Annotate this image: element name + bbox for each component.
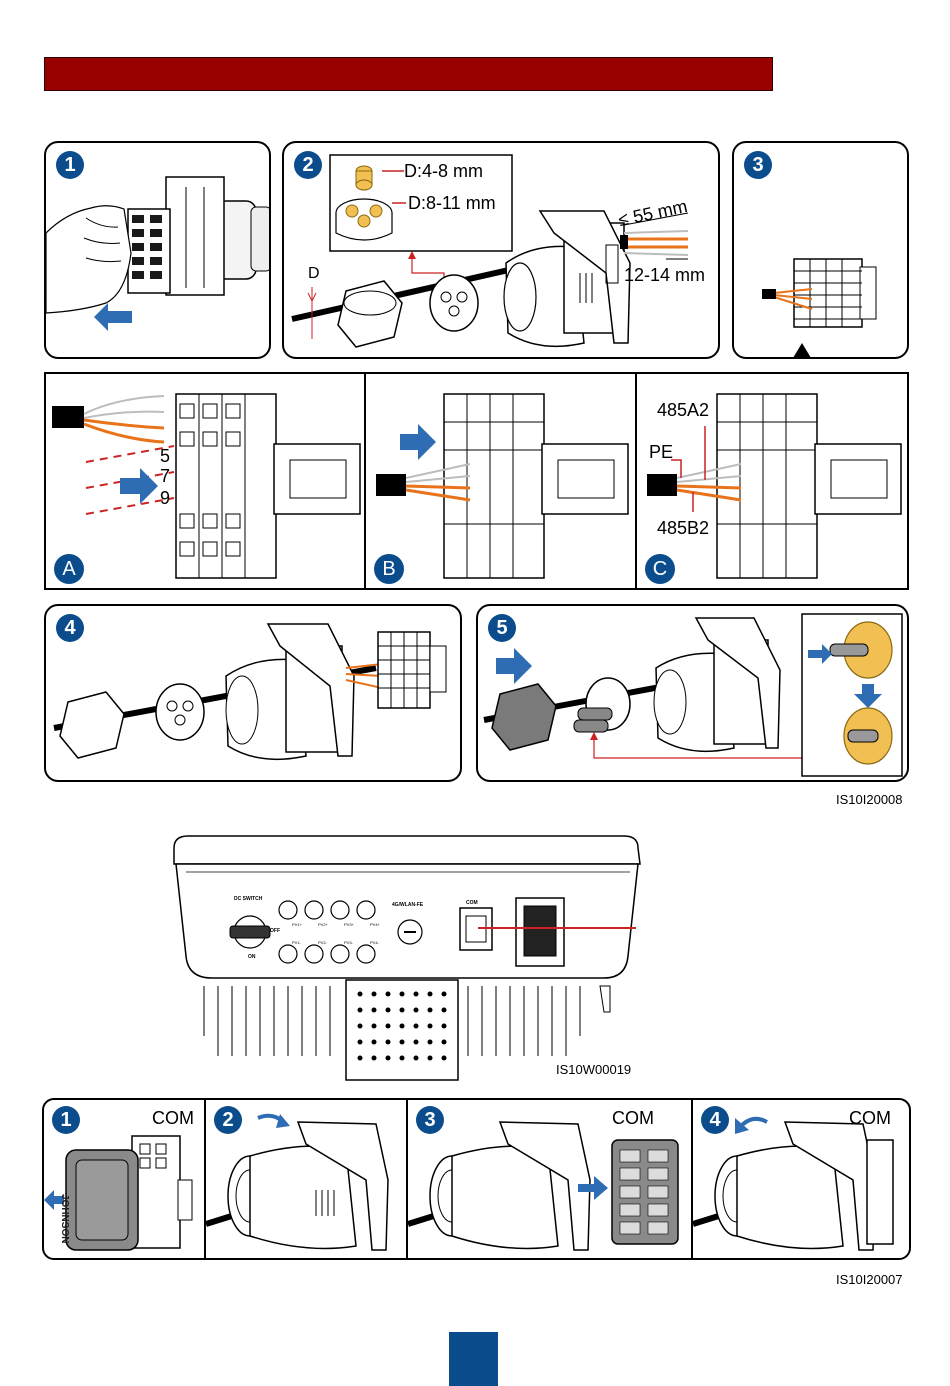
com-step-1: 1 COM JOHNSON (44, 1100, 206, 1258)
figure-code: IS10I20008 (836, 792, 903, 807)
diameter-label: D (308, 265, 320, 283)
wiring-substeps-strip: 5 7 9 A B (44, 372, 909, 590)
port-label: 4G/WLAN-FE (392, 902, 423, 908)
assemble-connector-illustration (46, 606, 462, 782)
page-number-box (449, 1332, 498, 1386)
loosen-nut-illustration (206, 1100, 408, 1260)
tighten-nut-illustration (693, 1100, 911, 1260)
com-step-4: 4 COM (693, 1100, 911, 1258)
485b2-label: 485B2 (657, 518, 709, 539)
substep-a: 5 7 9 A (46, 374, 366, 588)
com-install-strip: 1 COM JOHNSON 2 3 COM (42, 1098, 911, 1260)
on-label: ON (248, 954, 256, 960)
terminal-9-label: 9 (160, 488, 170, 509)
connect-plug-illustration (408, 1100, 693, 1260)
pe-label: PE (649, 442, 673, 463)
pv-label: PV1- (292, 940, 301, 945)
plug-seal-illustration (478, 606, 909, 782)
substep-b: B (366, 374, 637, 588)
remove-terminal-illustration (46, 143, 271, 359)
step-2-panel: 2 (282, 141, 720, 359)
com-step-2: 2 (206, 1100, 408, 1258)
substep-c: PE 485A2 485B2 C (637, 374, 911, 588)
pv-label: PV2+ (318, 922, 328, 927)
substep-letter: B (374, 554, 404, 584)
seal-large-label: D:8-11 mm (408, 193, 496, 214)
insert-wires-illustration (46, 374, 366, 592)
pv-label: PV4- (370, 940, 379, 945)
step-4-panel: 4 (44, 604, 462, 782)
section-title-bar (44, 57, 773, 91)
pv-label: PV2- (318, 940, 327, 945)
terminal-block-overview (734, 143, 909, 359)
com-step-3: 3 COM (408, 1100, 693, 1258)
substep-letter: A (54, 554, 84, 584)
seal-small-label: D:4-8 mm (404, 161, 483, 182)
inverter-diagram: DC SWITCH OFF ON 4G/WLAN-FE COM PV1+ PV2… (164, 836, 654, 1086)
terminal-5-label: 5 (160, 446, 170, 467)
substep-letter: C (645, 554, 675, 584)
pv-label: PV4+ (370, 922, 380, 927)
step-3-panel: 3 (732, 141, 909, 359)
inverter-bottom-illustration (164, 836, 654, 1086)
pv-label: PV3- (344, 940, 353, 945)
step-5-panel: 5 (476, 604, 909, 782)
485a2-label: 485A2 (657, 400, 709, 421)
pv-label: PV1+ (292, 922, 302, 927)
press-wires-illustration (366, 374, 637, 592)
com-port-label: COM (466, 900, 478, 906)
bare-length-label: 12-14 mm (624, 265, 705, 286)
off-label: OFF (270, 928, 280, 934)
cover-text: JOHNSON (59, 1194, 70, 1243)
pv-label: PV3+ (344, 922, 354, 927)
step-1-panel: 1 (44, 141, 271, 359)
cable-thread-illustration (284, 143, 720, 359)
dc-switch-label: DC SWITCH (234, 896, 262, 902)
inverter-code: IS10W00019 (556, 1062, 631, 1077)
terminal-7-label: 7 (160, 466, 170, 487)
figure2-code: IS10I20007 (836, 1272, 903, 1287)
